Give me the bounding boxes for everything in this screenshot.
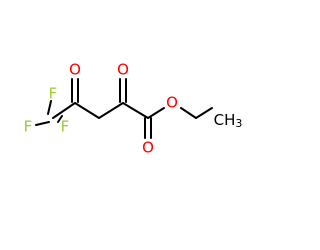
oxygen-ester-ether-label: O xyxy=(166,94,178,112)
structure-canvas: F F F O O O O CH3 xyxy=(23,60,243,157)
bond-c2-c3 xyxy=(74,102,100,119)
oxygen-ketone-2-label: O xyxy=(117,61,129,79)
molecule-diagram: F F F O O O O CH3 xyxy=(24,61,243,157)
bond-c4-c5 xyxy=(122,102,149,119)
bond-c-f-top xyxy=(47,100,52,115)
atom-labels: F F F O O O O CH3 xyxy=(24,61,243,157)
bond-c-f-bottom xyxy=(57,115,63,123)
fluorine-bottom-label: F xyxy=(61,118,70,136)
bond-c-f-left xyxy=(35,121,50,126)
bond-c5-o-ether xyxy=(147,107,165,119)
bond-c3-c4 xyxy=(98,102,124,119)
methyl-subscript-text: 3 xyxy=(235,117,242,130)
bond-o-ch2 xyxy=(180,107,197,119)
fluorine-left-label: F xyxy=(24,118,33,136)
methyl-label: CH3 xyxy=(214,111,243,131)
methyl-ch-text: CH xyxy=(214,111,236,129)
fluorine-top-label: F xyxy=(49,85,58,103)
bond-ch2-ch3 xyxy=(195,107,213,119)
bonds xyxy=(35,78,213,139)
oxygen-ester-carbonyl-label: O xyxy=(142,139,154,157)
bond-c1-c2 xyxy=(52,102,76,119)
oxygen-ketone-1-label: O xyxy=(69,61,81,79)
